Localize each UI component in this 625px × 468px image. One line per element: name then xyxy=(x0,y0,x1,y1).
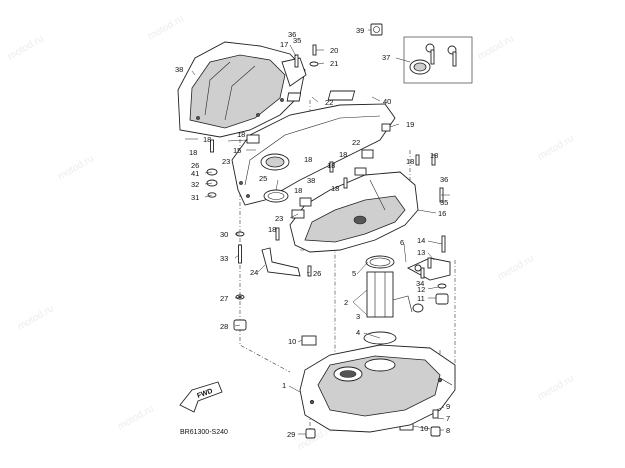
callout-39: 39 xyxy=(356,26,364,35)
label-parts xyxy=(327,23,391,132)
callout-38-upper: 38 xyxy=(175,65,183,74)
callout-7: 7 xyxy=(446,414,450,423)
drain-hardware xyxy=(305,409,441,439)
callout-4: 4 xyxy=(356,328,360,337)
gasket-ring-part xyxy=(263,189,289,203)
watermark-text: motod.ru xyxy=(146,13,186,42)
callout-26-left: 26 xyxy=(191,161,199,170)
watermark-text: motod.ru xyxy=(116,403,156,432)
callout-35-lower: 35 xyxy=(440,198,448,207)
callout-19: 19 xyxy=(406,120,414,129)
callout-18: 18 xyxy=(304,155,312,164)
callout-labels: 1 2 3 4 5 6 7 8 9 10 10 11 12 13 14 15 1… xyxy=(175,26,450,439)
fuel-pump-part xyxy=(363,255,424,345)
callout-25: 25 xyxy=(259,174,267,183)
callout-22-lower: 22 xyxy=(352,138,360,147)
callout-18: 18 xyxy=(294,186,302,195)
fuel-tank-part xyxy=(299,344,456,433)
fuel-cap-lock-set xyxy=(403,36,473,84)
callout-27: 27 xyxy=(220,294,228,303)
watermark-text: motod.ru xyxy=(6,33,46,62)
callout-9: 9 xyxy=(446,402,450,411)
callout-22-upper: 22 xyxy=(325,98,333,107)
callout-10-lower: 10 xyxy=(420,424,428,433)
callout-28: 28 xyxy=(220,322,228,331)
callout-32: 32 xyxy=(191,180,199,189)
callout-24: 24 xyxy=(250,268,258,277)
callout-21: 21 xyxy=(330,59,338,68)
callout-36-lower: 36 xyxy=(440,175,448,184)
callout-23-lower: 23 xyxy=(275,214,283,223)
callout-16: 16 xyxy=(438,209,446,218)
callout-14: 14 xyxy=(417,236,425,245)
callout-26-right: 26 xyxy=(313,269,321,278)
callout-5: 5 xyxy=(352,269,356,278)
callout-29: 29 xyxy=(287,430,295,439)
callout-18: 18 xyxy=(430,151,438,160)
callout-18: 18 xyxy=(339,150,347,159)
callout-13: 13 xyxy=(417,248,425,257)
callout-18: 18 xyxy=(327,161,335,170)
watermark-text: motod.ru xyxy=(536,373,576,402)
watermark-text: motod.ru xyxy=(496,253,536,282)
callout-11: 11 xyxy=(417,294,425,303)
callout-20: 20 xyxy=(330,46,338,55)
front-cover-part xyxy=(177,41,307,138)
callout-3: 3 xyxy=(356,312,360,321)
grommet-stack xyxy=(206,139,218,198)
callout-18: 18 xyxy=(331,184,339,193)
callout-18: 18 xyxy=(203,135,211,144)
callout-18: 18 xyxy=(406,157,414,166)
callout-34: 34 xyxy=(416,279,424,288)
tank-top-cover-part xyxy=(231,103,396,206)
callout-12: 12 xyxy=(417,285,425,294)
callout-37: 37 xyxy=(382,53,390,62)
callout-6: 6 xyxy=(400,238,404,247)
pump-bracket-part xyxy=(406,235,451,281)
bracket-part xyxy=(261,247,301,277)
side-cover-part xyxy=(289,171,419,253)
watermark-text: motod.ru xyxy=(536,133,576,162)
fwd-arrow: FWD xyxy=(179,381,223,413)
callout-2: 2 xyxy=(344,298,348,307)
callout-18: 18 xyxy=(189,148,197,157)
callout-31: 31 xyxy=(191,193,199,202)
callout-38-lower: 38 xyxy=(307,176,315,185)
callout-15: 15 xyxy=(233,146,241,155)
callout-41: 41 xyxy=(191,169,199,178)
callout-18: 18 xyxy=(268,225,276,234)
callout-23-upper: 23 xyxy=(222,157,230,166)
callout-18: 18 xyxy=(237,130,245,139)
callout-30: 30 xyxy=(220,230,228,239)
callout-33: 33 xyxy=(220,254,228,263)
watermark-text: motod.ru xyxy=(476,33,516,62)
watermark-text: motod.ru xyxy=(16,303,56,332)
callout-1: 1 xyxy=(282,381,286,390)
diagram-code: BR61300-S240 xyxy=(180,429,228,436)
callout-17: 17 xyxy=(280,40,288,49)
callout-40: 40 xyxy=(383,97,391,106)
watermark-text: motod.ru xyxy=(56,153,96,182)
callout-36-upper: 36 xyxy=(288,30,296,39)
callout-35-upper: 35 xyxy=(293,36,301,45)
grommets-right xyxy=(435,283,449,305)
callout-10-upper: 10 xyxy=(288,337,296,346)
leader-lines xyxy=(185,29,450,435)
callout-8: 8 xyxy=(446,426,450,435)
